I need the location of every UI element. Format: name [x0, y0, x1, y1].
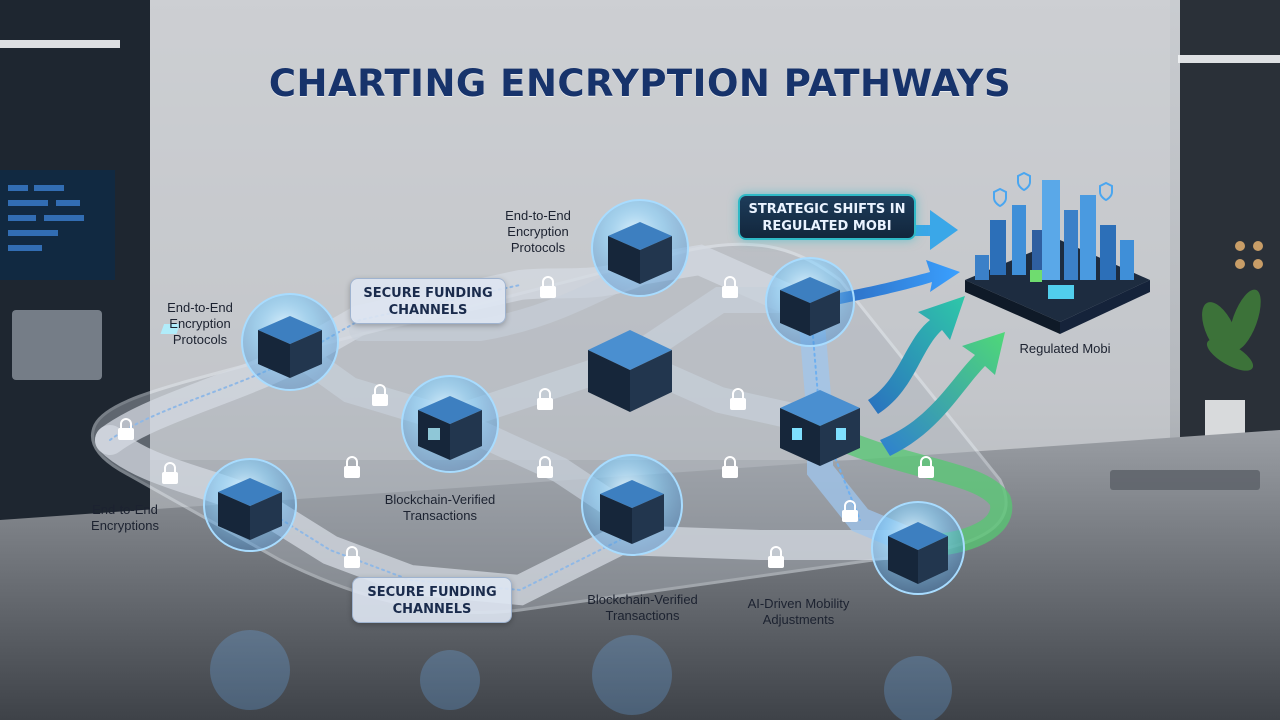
circuit-cube-icon — [588, 330, 672, 412]
circuit-cube-icon — [203, 458, 297, 552]
arrow-icon — [868, 296, 965, 414]
label-blockchain-bottom: Blockchain-Verified Transactions — [587, 592, 698, 623]
circuit-cube-icon — [401, 375, 499, 473]
arrow-icon — [900, 210, 958, 250]
padlock-icon — [372, 384, 388, 406]
padlock-icon — [730, 388, 746, 410]
circuit-cube-icon — [871, 501, 965, 595]
padlock-icons — [118, 276, 934, 568]
label-regulated: Regulated Mobi — [1019, 341, 1111, 356]
padlock-icon — [118, 418, 134, 440]
padlock-icon — [344, 546, 360, 568]
circuit-cube-icon — [780, 390, 860, 466]
padlock-icon — [918, 456, 934, 478]
shield-icon — [993, 171, 1113, 208]
page-title: CHARTING ENCRYPTION PATHWAYS — [268, 62, 1012, 105]
city-icon — [965, 180, 1150, 334]
padlock-icon — [537, 456, 553, 478]
padlock-icon — [842, 500, 858, 522]
padlock-icon — [537, 388, 553, 410]
padlock-icon — [768, 546, 784, 568]
table-reflection — [210, 630, 952, 720]
encryption-nodes — [160, 199, 965, 595]
label-e2e-protocols-top: End-to-End Encryption Protocols — [505, 208, 571, 255]
strategic-shifts-box: STRATEGIC SHIFTS IN REGULATED MOBI — [738, 194, 916, 240]
label-ai-mobility: AI-Driven Mobility Adjustments — [747, 596, 850, 627]
secure-funding-box-top: SECURE FUNDING CHANNELS — [350, 278, 506, 324]
circuit-cube-icon — [765, 257, 855, 347]
padlock-icon — [540, 276, 556, 298]
circuit-cube-icon — [591, 199, 689, 297]
label-e2e-encryptions: End-to-End Encryptions — [91, 502, 159, 533]
padlock-icon — [722, 276, 738, 298]
label-blockchain-mid: Blockchain-Verified Transactions — [384, 492, 496, 523]
padlock-icon — [722, 456, 738, 478]
circuit-cube-icon — [160, 293, 339, 391]
circuit-cube-icon — [581, 454, 683, 556]
arrow-icon — [880, 332, 1005, 456]
padlock-icon — [344, 456, 360, 478]
secure-funding-box-bottom: SECURE FUNDING CHANNELS — [352, 577, 512, 623]
label-e2e-protocols-left: End-to-End Encryption Protocols — [167, 300, 233, 347]
padlock-icon — [162, 462, 178, 484]
